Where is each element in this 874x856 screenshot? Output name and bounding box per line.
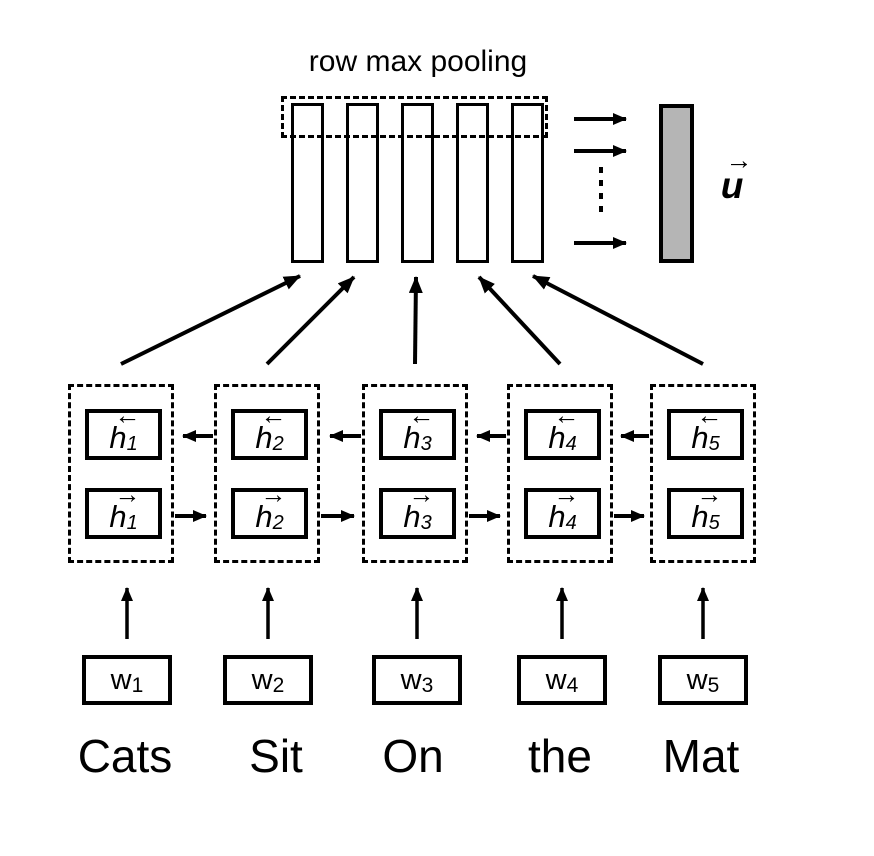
word-embedding-box-4: w4 bbox=[517, 655, 607, 705]
hidden-state-label: →h1 bbox=[109, 478, 140, 534]
word-embedding-label: w1 bbox=[110, 663, 144, 697]
column-to-pool-arrow-1 bbox=[120, 274, 301, 366]
forward-hidden-state-2: →h2 bbox=[231, 478, 308, 539]
word-embedding-label: w2 bbox=[251, 663, 285, 697]
word-embedding-box-1: w1 bbox=[82, 655, 172, 705]
forward-hidden-state-3: →h3 bbox=[379, 478, 456, 539]
word-embedding-box-2: w2 bbox=[223, 655, 313, 705]
rnn-step-5: ←h5 →h5 bbox=[650, 384, 756, 563]
word-embedding-box-5: w5 bbox=[658, 655, 748, 705]
word-token-2: Sit bbox=[249, 730, 303, 782]
column-to-pool-arrow-3 bbox=[408, 276, 423, 365]
backward-arrow-icon: ← bbox=[696, 399, 722, 430]
backward-hidden-state-4: ←h4 bbox=[524, 399, 601, 460]
hidden-state-label: →h3 bbox=[403, 478, 434, 534]
forward-hidden-state-4: →h4 bbox=[524, 478, 601, 539]
hidden-state-label: →h2 bbox=[255, 478, 286, 534]
backward-arrow-icon: ← bbox=[114, 399, 140, 430]
forward-arrow-icon: → bbox=[553, 478, 579, 509]
states-to-pooling-arrows bbox=[120, 274, 704, 366]
word-token-1: Cats bbox=[77, 730, 173, 782]
forward-hidden-state-5: →h5 bbox=[667, 478, 744, 539]
forward-arrow-icon: → bbox=[260, 478, 286, 509]
backward-arrow-icon: ← bbox=[260, 399, 286, 430]
forward-arrow-icon: → bbox=[114, 478, 140, 509]
hidden-state-label: →h4 bbox=[548, 478, 579, 534]
rnn-step-3: ←h3 →h3 bbox=[362, 384, 468, 563]
rnn-step-2: ←h2 →h2 bbox=[214, 384, 320, 563]
backward-hidden-state-2: ←h2 bbox=[231, 399, 308, 460]
hidden-state-label: ←h4 bbox=[548, 399, 579, 455]
forward-arrow-icon: → bbox=[696, 478, 722, 509]
vector-letter: u bbox=[720, 165, 744, 206]
column-to-pool-arrow-4 bbox=[477, 275, 562, 366]
hidden-state-label: ←h3 bbox=[403, 399, 434, 455]
feature-column-bar-1 bbox=[291, 103, 324, 263]
backward-hidden-state-5: ←h5 bbox=[667, 399, 744, 460]
forward-arrow-icon: → bbox=[408, 478, 434, 509]
rnn-step-4: ←h4 →h4 bbox=[507, 384, 613, 563]
column-to-pool-arrow-2 bbox=[265, 275, 356, 366]
word-token-3: On bbox=[382, 730, 444, 782]
hidden-state-label: →h5 bbox=[691, 478, 722, 534]
word-embedding-label: w5 bbox=[686, 663, 720, 697]
feature-column-bar-3 bbox=[401, 103, 434, 263]
hidden-state-label: ←h2 bbox=[255, 399, 286, 455]
max-pooling-row-overlay bbox=[281, 96, 548, 138]
word-embedding-label: w4 bbox=[545, 663, 579, 697]
backward-arrow-icon: ← bbox=[553, 399, 579, 430]
backward-arrow-icon: ← bbox=[408, 399, 434, 430]
sentence-vector-bar bbox=[659, 104, 694, 263]
backward-hidden-state-3: ←h3 bbox=[379, 399, 456, 460]
feature-column-bar-5 bbox=[511, 103, 544, 263]
hidden-state-label: ←h5 bbox=[691, 399, 722, 455]
column-to-pool-arrow-5 bbox=[532, 274, 704, 366]
word-embedding-label: w3 bbox=[400, 663, 434, 697]
word-token-5: Mat bbox=[662, 730, 740, 782]
feature-column-bar-4 bbox=[456, 103, 489, 263]
rnn-step-1: ←h1 →h1 bbox=[68, 384, 174, 563]
pooling-to-output-arrows bbox=[574, 113, 627, 249]
word-to-state-arrows bbox=[121, 587, 709, 639]
feature-column-bar-2 bbox=[346, 103, 379, 263]
diagram-title: row max pooling bbox=[308, 45, 528, 78]
backward-hidden-state-1: ←h1 bbox=[85, 399, 162, 460]
word-embedding-box-3: w3 bbox=[372, 655, 462, 705]
word-token-4: the bbox=[528, 730, 592, 782]
hidden-state-label: ←h1 bbox=[109, 399, 140, 455]
forward-hidden-state-1: →h1 bbox=[85, 478, 162, 539]
